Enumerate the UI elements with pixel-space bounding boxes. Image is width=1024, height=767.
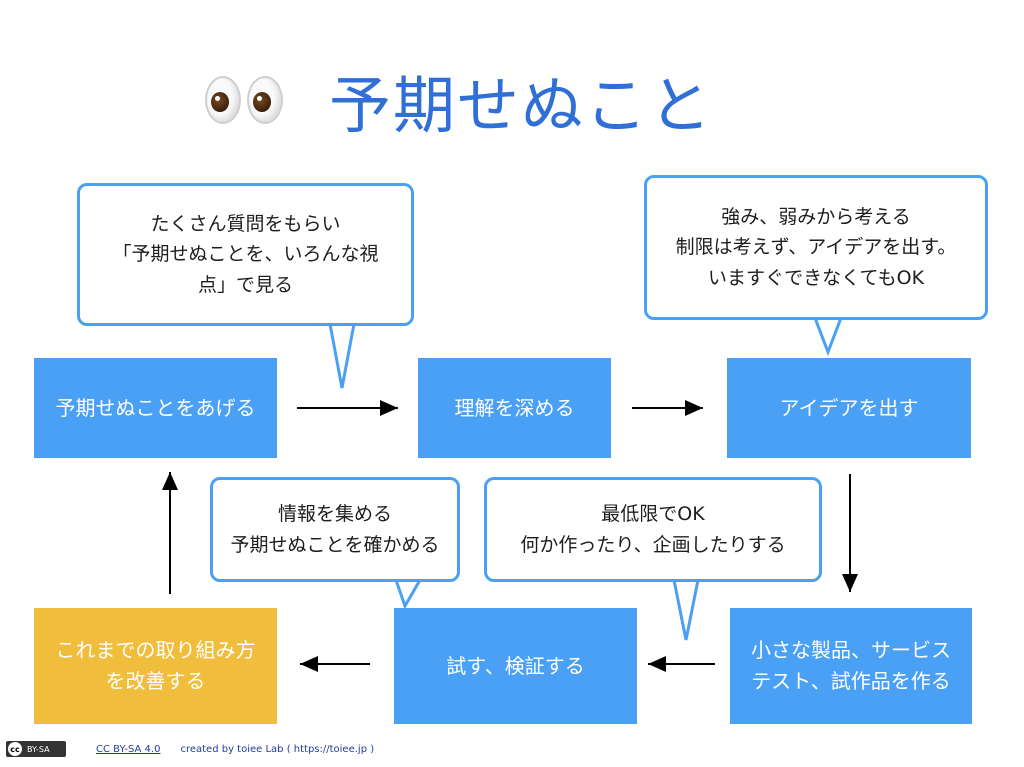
page-title: 予期せぬこと [205,50,825,150]
callout-minimum-line1: 最低限でOK [601,503,705,526]
step-understand: 理解を深める [418,358,611,458]
right-eye-icon [247,76,283,124]
step-ideas: アイデアを出す [727,358,971,458]
title-text: 予期せぬこと [329,69,714,142]
license-badge-text: BY-SA [27,744,50,754]
step-small-product-line2: テスト、試作品を作る [751,669,951,693]
step-small-product: 小さな製品、サービス テスト、試作品を作る [730,608,972,724]
callout-tail-questions [328,323,356,389]
step-verify-label: 試す、検証する [446,653,585,678]
callout-gather: 情報を集める 予期せぬことを確かめる [210,477,460,582]
callout-questions-line2: 「予期せぬことを、いろんな視 [112,243,379,266]
footer: cc BY-SA CC BY-SA 4.0 created by toiee L… [6,741,374,757]
callout-strengths-line1: 強み、弱みから考える [721,205,911,228]
step-improve-line1: これまでの取り組み方 [55,638,256,662]
creative-commons-icon: cc BY-SA [6,741,66,757]
step-verify: 試す、検証する [394,608,637,724]
callout-gather-line2: 予期せぬことを確かめる [230,533,440,556]
callout-gather-line1: 情報を集める [277,503,392,526]
left-eye-icon [205,76,241,124]
license-link[interactable]: CC BY-SA 4.0 [96,743,161,755]
step-ideas-label: アイデアを出す [779,395,919,420]
step-understand-label: 理解を深める [454,395,575,420]
callout-strengths-line3: いますぐできなくてもOK [707,266,925,289]
step-improve-line2: を改善する [105,669,206,693]
callout-tail-gather [394,579,422,610]
callout-tail-strengths [813,317,843,357]
step-small-product-line1: 小さな製品、サービス [751,638,951,662]
callout-questions: たくさん質問をもらい 「予期せぬことを、いろんな視 点」で見る [77,183,414,326]
step-improve: これまでの取り組み方 を改善する [34,608,277,724]
callout-tail-minimum [672,579,700,641]
step-list-up-label: 予期せぬことをあげる [55,395,256,420]
callout-minimum-line2: 何か作ったり、企画したりする [520,533,786,556]
callout-questions-line1: たくさん質問をもらい [150,212,341,235]
step-list-up: 予期せぬことをあげる [34,358,277,458]
eyes-icon [205,76,289,124]
credit-text: created by toiee Lab ( https://toiee.jp … [180,743,375,755]
callout-strengths: 強み、弱みから考える 制限は考えず、アイデアを出す。 いますぐできなくてもOK [644,175,988,320]
callout-strengths-line2: 制限は考えず、アイデアを出す。 [675,236,957,259]
callout-minimum: 最低限でOK 何か作ったり、企画したりする [484,477,822,582]
callout-questions-line3: 点」で見る [197,273,293,296]
